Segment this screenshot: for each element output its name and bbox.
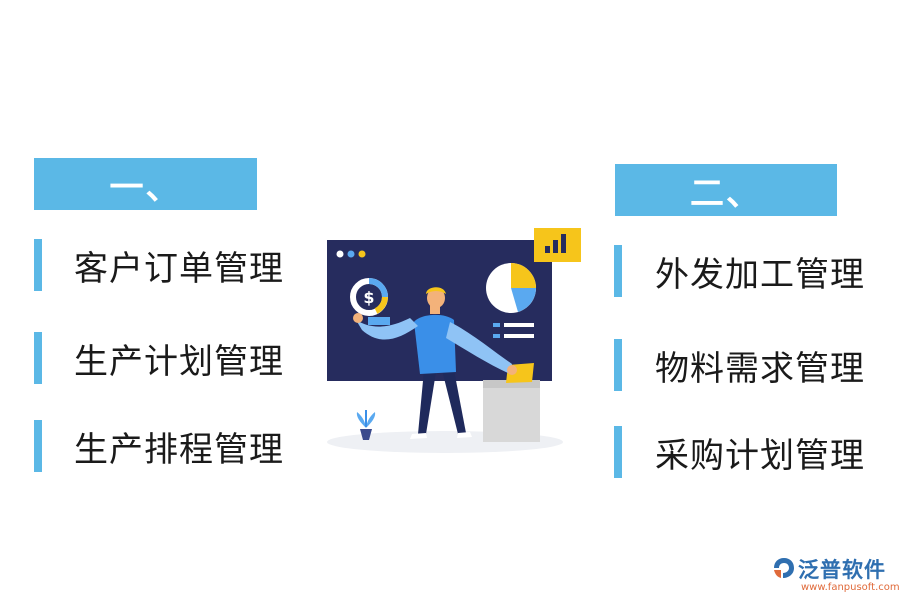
menu-item-label: 外发加工管理 <box>655 254 865 295</box>
menu-item-label: 客户订单管理 <box>74 248 284 289</box>
section-header-left: 一、 <box>34 158 257 210</box>
section-header-right-label: 二、 <box>690 173 762 214</box>
pedestal-box <box>483 380 540 442</box>
person-figure <box>353 287 517 439</box>
window-dot-icon <box>347 250 355 258</box>
menu-item-accent-bar <box>34 420 42 472</box>
menu-item-production-plan[interactable]: 生产计划管理 <box>34 332 284 384</box>
window-dot-icon <box>358 250 366 258</box>
list-bullet <box>493 334 500 338</box>
menu-item-accent-bar <box>34 332 42 384</box>
fanpu-logo-icon <box>774 558 794 578</box>
brand-url: www.fanpusoft.com <box>801 582 900 593</box>
dollar-icon: $ <box>363 288 374 307</box>
dashboard-presenter-illustration: $ <box>327 228 581 453</box>
menu-item-accent-bar <box>34 239 42 291</box>
menu-item-label: 物料需求管理 <box>655 348 865 389</box>
menu-item-purchase-plan[interactable]: 采购计划管理 <box>614 426 865 478</box>
window-dot-icon <box>336 250 344 258</box>
menu-item-production-scheduling[interactable]: 生产排程管理 <box>34 420 284 472</box>
section-header-right: 二、 <box>615 164 837 216</box>
menu-item-outsourcing[interactable]: 外发加工管理 <box>614 245 865 297</box>
menu-item-customer-orders[interactable]: 客户订单管理 <box>34 239 284 291</box>
menu-item-accent-bar <box>614 426 622 478</box>
legend-chip <box>368 317 390 325</box>
menu-item-material-requirements[interactable]: 物料需求管理 <box>614 339 865 391</box>
menu-item-accent-bar <box>614 339 622 391</box>
list-line <box>504 323 534 327</box>
menu-item-label: 生产排程管理 <box>74 429 284 470</box>
section-header-left-label: 一、 <box>109 167 182 208</box>
menu-item-accent-bar <box>614 245 622 297</box>
brand-logo[interactable]: 泛普软件 www.fanpusoft.com <box>772 554 900 596</box>
list-bullet <box>493 323 500 327</box>
menu-item-label: 生产计划管理 <box>74 341 284 382</box>
plant-icon <box>360 429 372 440</box>
brand-name: 泛普软件 <box>798 558 886 582</box>
menu-item-label: 采购计划管理 <box>655 435 865 476</box>
list-line <box>504 334 534 338</box>
